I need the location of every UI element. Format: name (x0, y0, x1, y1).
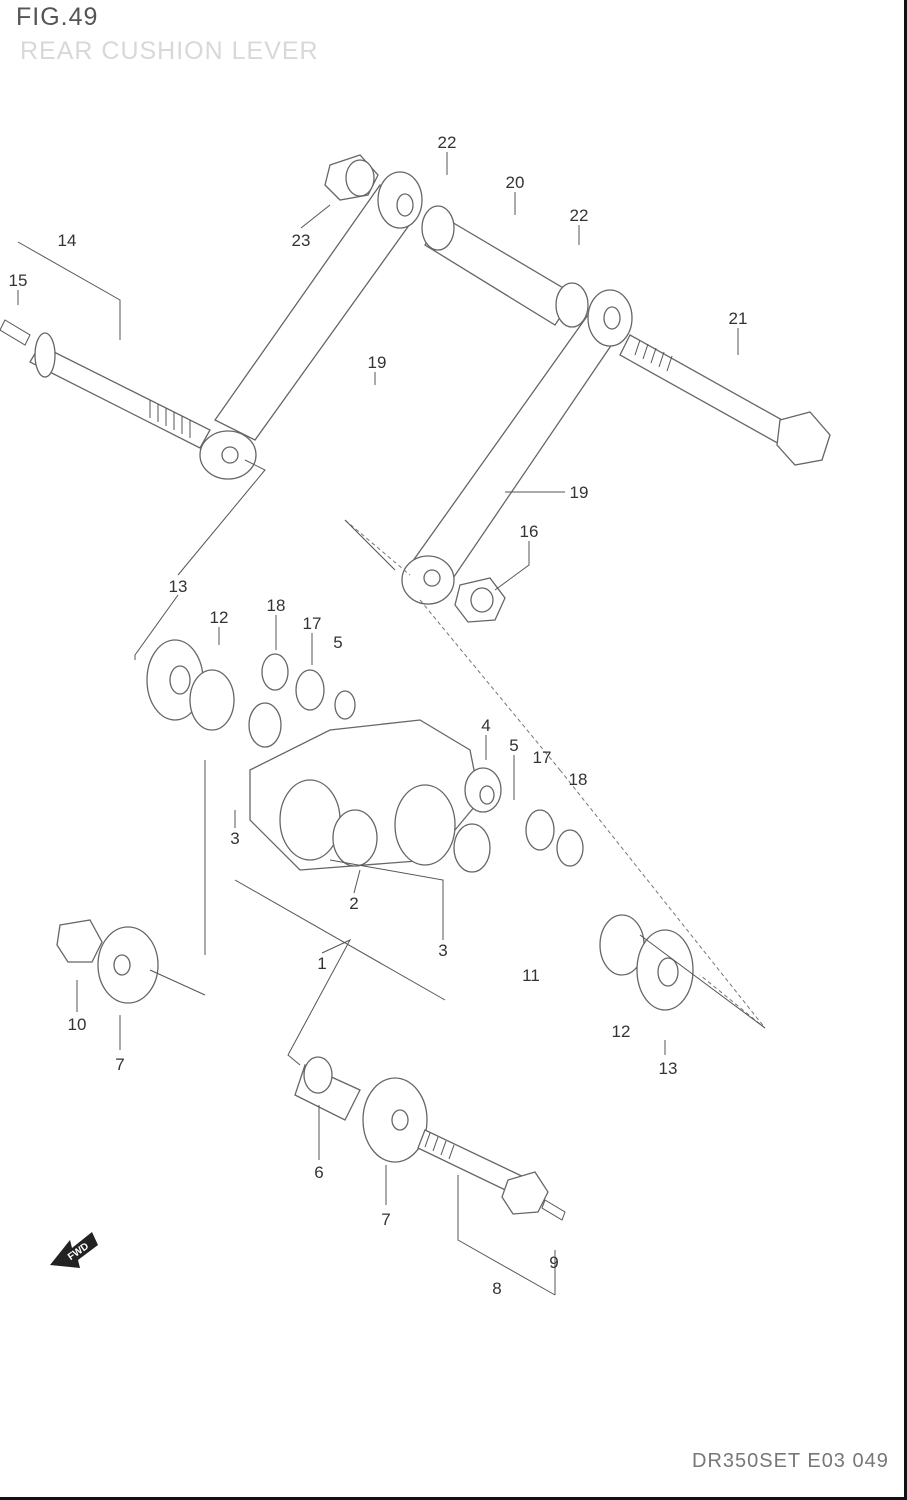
callout-8: 8 (492, 1279, 501, 1298)
callout-2: 2 (349, 894, 358, 913)
frame-border-right (904, 0, 907, 1500)
cushion-lever-1 (249, 719, 502, 873)
callout-22: 22 (438, 133, 457, 152)
callout-10: 10 (68, 1015, 87, 1034)
callout-23: 23 (292, 231, 311, 250)
callout-19: 19 (570, 483, 589, 502)
callout-5: 5 (333, 633, 342, 652)
bolt-10-washer-7 (56, 919, 159, 1004)
cushion-rod-19-left (199, 171, 423, 480)
bolt-21 (619, 334, 831, 466)
callout-21: 21 (729, 309, 748, 328)
callout-labels: 22 20 22 23 14 15 21 19 19 16 13 12 18 1… (9, 133, 748, 1298)
callout-13: 13 (169, 577, 188, 596)
callout-19: 19 (368, 353, 387, 372)
callout-17: 17 (533, 748, 552, 767)
figure-number: FIG.49 (16, 3, 99, 31)
figure-subtitle: REAR CUSHION LEVER (20, 37, 319, 65)
callout-12: 12 (612, 1022, 631, 1041)
callout-16: 16 (520, 522, 539, 541)
callout-18: 18 (569, 770, 588, 789)
forward-direction-arrow: FWD (50, 1232, 98, 1268)
callout-6: 6 (314, 1163, 323, 1182)
cushion-rod-19-right (401, 289, 633, 605)
callout-9: 9 (549, 1253, 558, 1272)
nut-23 (324, 154, 379, 201)
callout-7: 7 (381, 1210, 390, 1229)
callout-5: 5 (509, 736, 518, 755)
callout-12: 12 (210, 608, 229, 627)
bottom-bolt-assembly (294, 1056, 566, 1221)
diagram-code: DR350SET E03 049 (692, 1450, 889, 1472)
callout-13: 13 (659, 1059, 678, 1078)
callout-14: 14 (58, 231, 77, 250)
callout-17: 17 (303, 614, 322, 633)
callout-15: 15 (9, 271, 28, 290)
bearing-stack-left (146, 639, 356, 748)
leader-lines (17, 152, 766, 1296)
spacer-20 (421, 205, 589, 328)
callout-4: 4 (481, 716, 490, 735)
callout-11: 11 (522, 966, 540, 985)
callout-1: 1 (317, 954, 326, 973)
callout-3: 3 (438, 941, 447, 960)
callout-3: 3 (230, 829, 239, 848)
callout-18: 18 (267, 596, 286, 615)
bearing-stack-right (525, 809, 694, 1011)
callout-7: 7 (115, 1055, 124, 1074)
nut-16 (454, 577, 506, 623)
callout-22: 22 (570, 206, 589, 225)
callout-20: 20 (506, 173, 525, 192)
frame-border-bottom (0, 1497, 907, 1500)
bolt-14 (0, 319, 211, 449)
